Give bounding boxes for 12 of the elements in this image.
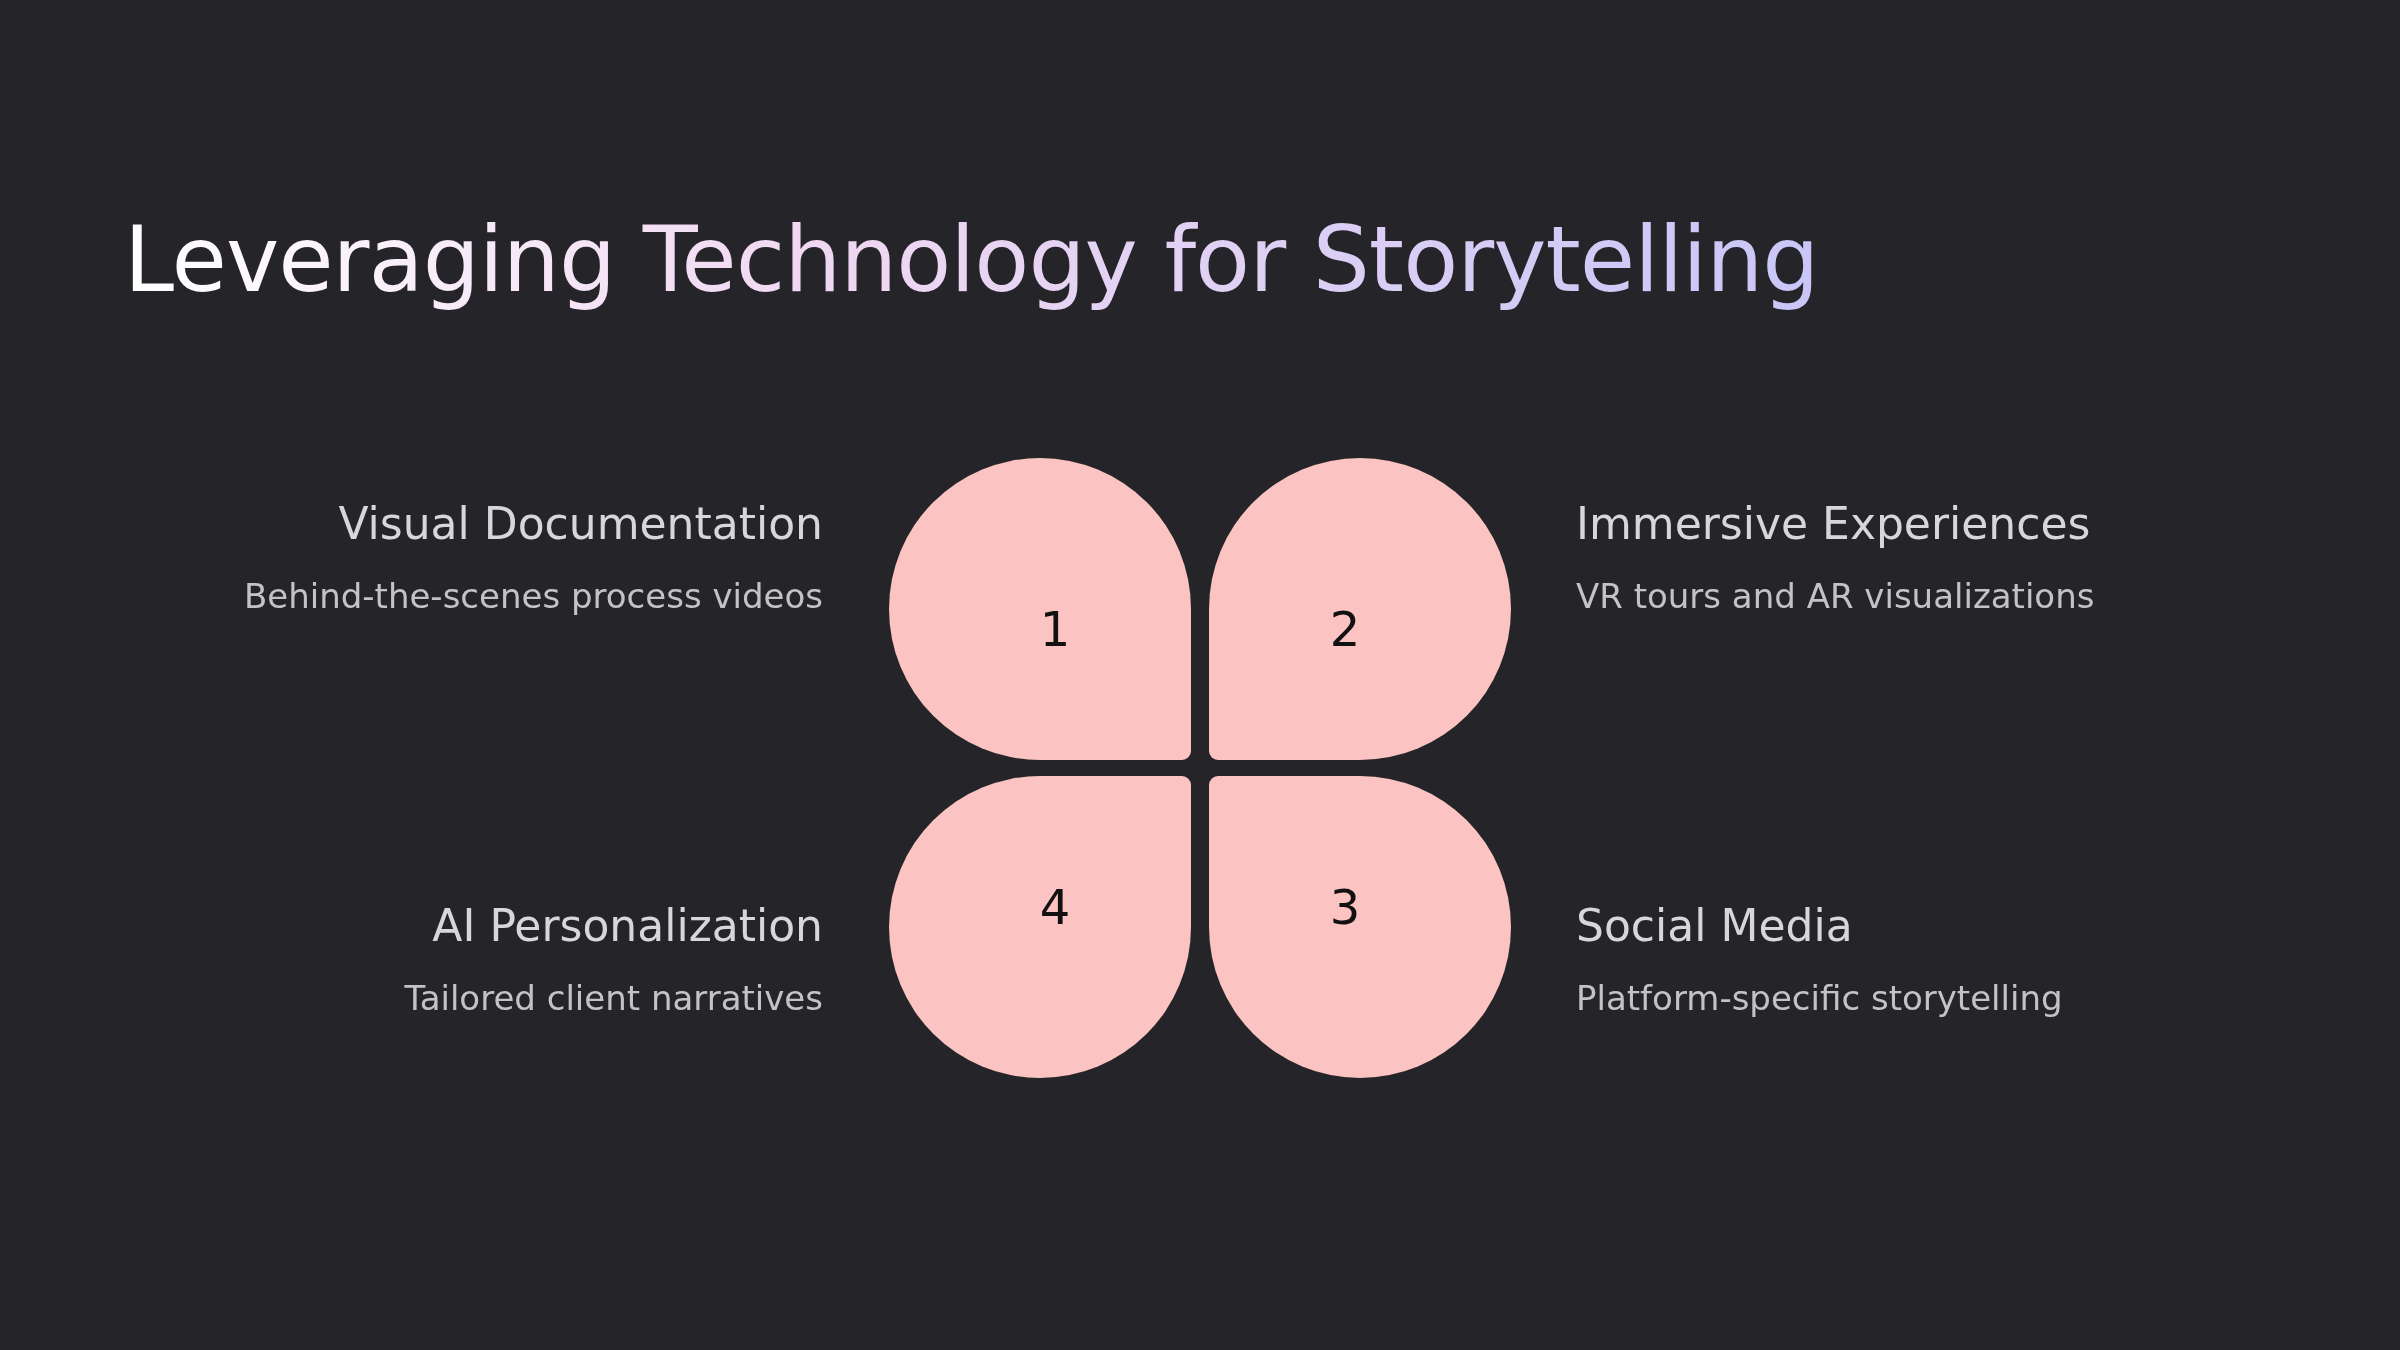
- numbered-petal: 2: [1209, 458, 1511, 760]
- numbered-petal: 1: [889, 458, 1191, 760]
- step-heading: AI Personalization: [432, 900, 823, 951]
- step-heading: Visual Documentation: [338, 498, 823, 549]
- step-description: Platform-specific storytelling: [1576, 978, 2063, 1018]
- numbered-petal: 4: [889, 776, 1191, 1078]
- numbered-petal: 3: [1209, 776, 1511, 1078]
- step-description: Behind-the-scenes process videos: [243, 576, 823, 616]
- step-description: Tailored client narratives: [404, 978, 823, 1018]
- step-heading: Social Media: [1576, 900, 1853, 951]
- step-description: VR tours and AR visualizations: [1576, 576, 2095, 616]
- step-heading: Immersive Experiences: [1576, 498, 2091, 549]
